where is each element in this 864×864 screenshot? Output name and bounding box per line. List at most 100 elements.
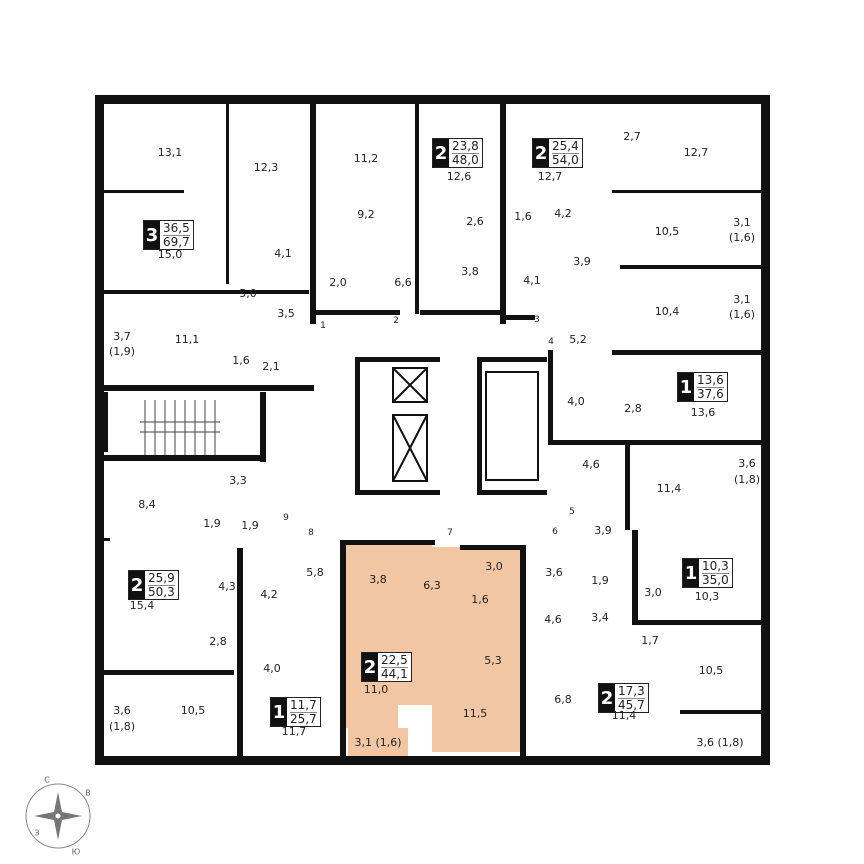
- room-area: 10,5: [180, 704, 206, 717]
- room-area: 5,2: [569, 333, 587, 346]
- compass-south: Ю: [71, 847, 81, 857]
- balcony-area-reduced: (1,9): [108, 345, 136, 358]
- room-area: 4,2: [260, 588, 278, 601]
- entrance-door-number[interactable]: 4: [548, 337, 554, 347]
- room-count: 2: [129, 571, 145, 599]
- room-area: 3,0: [485, 560, 503, 573]
- room-area: 15,0: [157, 248, 183, 261]
- room-area: 11,4: [611, 709, 637, 722]
- living-area: 10,3: [702, 558, 729, 574]
- room-area: 11,4: [656, 482, 682, 495]
- room-count: 2: [599, 684, 615, 712]
- living-area: 11,7: [290, 697, 317, 713]
- room-area: 5,8: [306, 566, 324, 579]
- room-count: 2: [362, 653, 378, 681]
- room-area: 4,2: [554, 207, 572, 220]
- room-count: 1: [271, 698, 287, 726]
- room-area: 1,9: [203, 517, 221, 530]
- room-area: 4,1: [274, 247, 292, 260]
- entrance-door-number[interactable]: 6: [552, 527, 558, 537]
- room-area: 13,6: [690, 406, 716, 419]
- room-area: 6,8: [554, 693, 572, 706]
- living-area: 25,9: [148, 570, 175, 586]
- highlighted-balcony: [348, 728, 408, 756]
- room-area: 4,3: [218, 580, 236, 593]
- room-area: 5,0: [239, 287, 257, 300]
- room-area: 3,9: [594, 524, 612, 537]
- room-area: 2,6: [466, 215, 484, 228]
- room-area: 5,3: [484, 654, 502, 667]
- room-area: 1,6: [232, 354, 250, 367]
- room-area: 1,6: [471, 593, 489, 606]
- highlighted-apartment: [345, 545, 520, 752]
- room-area: 3,8: [461, 265, 479, 278]
- room-area: 2,8: [209, 635, 227, 648]
- entrance-door-number[interactable]: 9: [283, 513, 289, 523]
- room-area: 12,3: [253, 161, 279, 174]
- room-area: 2,0: [329, 276, 347, 289]
- living-area: 22,5: [381, 652, 408, 668]
- balcony-area-reduced: (1,6): [728, 231, 756, 244]
- room-area: 10,5: [654, 225, 680, 238]
- room-area: 4,6: [544, 613, 562, 626]
- room-area: 10,3: [694, 590, 720, 603]
- room-area: 3,3: [229, 474, 247, 487]
- living-area: 25,4: [552, 138, 579, 154]
- living-area: 13,6: [697, 372, 724, 388]
- balcony-area: 3,1: [733, 216, 751, 229]
- room-area: 2,7: [623, 130, 641, 143]
- room-area: 3,6: [545, 566, 563, 579]
- compass-rose-icon: [25, 783, 91, 849]
- living-area: 36,5: [163, 220, 190, 236]
- room-area: 10,5: [698, 664, 724, 677]
- elevator-icons: [392, 367, 539, 482]
- balcony-area: 3,1 (1,6): [354, 736, 402, 749]
- room-area: 11,2: [353, 152, 379, 165]
- room-area: 12,7: [537, 170, 563, 183]
- room-area: 4,6: [582, 458, 600, 471]
- balcony-area-reduced: (1,8): [108, 720, 136, 733]
- room-area: 2,1: [262, 360, 280, 373]
- room-area: 1,7: [641, 634, 659, 647]
- entrance-door-number[interactable]: 3: [534, 315, 540, 325]
- entrance-door-number[interactable]: 8: [308, 528, 314, 538]
- room-area: 15,4: [129, 599, 155, 612]
- room-area: 12,6: [446, 170, 472, 183]
- entrance-door-number[interactable]: 7: [447, 528, 453, 538]
- compass-west: З: [34, 828, 40, 838]
- total-area: 35,0: [702, 572, 729, 587]
- balcony-area: 3,6: [113, 704, 131, 717]
- entrance-door-number[interactable]: 2: [393, 316, 399, 326]
- room-area: 12,7: [683, 146, 709, 159]
- total-area: 45,7: [618, 697, 645, 712]
- room-count: 1: [683, 559, 699, 587]
- room-area: 11,7: [281, 725, 307, 738]
- total-area: 54,0: [552, 152, 579, 167]
- room-area: 1,9: [591, 574, 609, 587]
- entrance-door-number[interactable]: 5: [569, 507, 575, 517]
- compass-north: С: [44, 775, 50, 785]
- total-area: 25,7: [290, 711, 317, 726]
- room-area: 3,9: [573, 255, 591, 268]
- entrance-door-number[interactable]: 1: [320, 321, 326, 331]
- room-count: 2: [433, 139, 449, 167]
- room-area: 11,5: [462, 707, 488, 720]
- living-area: 23,8: [452, 138, 479, 154]
- balcony-area-reduced: (1,8): [733, 473, 761, 486]
- room-area: 9,2: [357, 208, 375, 221]
- balcony-area: 3,6 (1,8): [696, 736, 744, 749]
- room-area: 4,0: [263, 662, 281, 675]
- room-area: 13,1: [157, 146, 183, 159]
- compass-east: В: [85, 788, 91, 798]
